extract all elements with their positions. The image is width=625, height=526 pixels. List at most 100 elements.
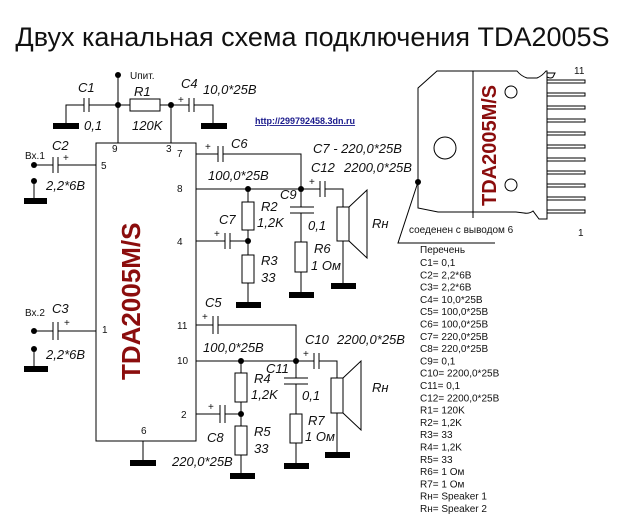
parts-list-item: C2= 2,2*6В bbox=[420, 270, 472, 281]
parts-list-item: C4= 10,0*25В bbox=[420, 295, 483, 306]
parts-list-item: R4= 1,2K bbox=[420, 443, 462, 454]
r4-name: R4 bbox=[254, 371, 271, 386]
ground-symbol bbox=[289, 292, 314, 298]
c2-value: 2,2*6В bbox=[45, 178, 85, 193]
parts-list-item: C10= 2200,0*25В bbox=[420, 369, 500, 380]
pin-4: 4 bbox=[177, 237, 183, 248]
speaker-1-label: Rн bbox=[372, 216, 389, 231]
pin-2: 2 bbox=[181, 410, 187, 421]
supply-label: Uпит. bbox=[130, 71, 154, 82]
r6-value: 1 Ом bbox=[311, 258, 341, 273]
parts-list-item: R2= 1,2K bbox=[420, 418, 462, 429]
c3-name: C3 bbox=[52, 301, 69, 316]
speaker-2 bbox=[330, 377, 344, 414]
chip-body bbox=[95, 142, 197, 442]
pin-6: 6 bbox=[141, 426, 147, 437]
parts-list-item: R6= 1 Ом bbox=[420, 467, 465, 478]
pin-5: 5 bbox=[101, 161, 107, 172]
parts-list-item: R3= 33 bbox=[420, 430, 453, 441]
package-lead bbox=[546, 183, 586, 188]
c5-value: 100,0*25В bbox=[203, 340, 264, 355]
svg-text:+: + bbox=[208, 402, 214, 413]
c9-value: 0,1 bbox=[308, 218, 326, 233]
package-chip-label: TDA2005M/S bbox=[479, 85, 501, 206]
package-lead bbox=[546, 92, 586, 97]
package-outline bbox=[417, 70, 556, 220]
package-lead bbox=[546, 118, 586, 123]
r2-value: 1,2K bbox=[257, 215, 285, 230]
package-lead bbox=[546, 170, 586, 175]
c3-value: 2,2*6В bbox=[45, 347, 85, 362]
pin-10: 10 bbox=[177, 356, 189, 367]
pin-7: 7 bbox=[177, 149, 183, 160]
chip-label: TDA2005M/S bbox=[116, 223, 146, 381]
r3-value: 33 bbox=[261, 270, 276, 285]
ground-symbol bbox=[24, 198, 47, 204]
r2-resistor bbox=[241, 201, 255, 231]
package-pins bbox=[546, 79, 586, 214]
c4-value: 10,0*25В bbox=[203, 82, 257, 97]
r7-resistor bbox=[289, 413, 303, 444]
parts-list-item: Rн= Speaker 2 bbox=[420, 504, 487, 515]
r1-name: R1 bbox=[134, 84, 151, 99]
ground-symbol bbox=[284, 463, 309, 469]
package-lead bbox=[546, 209, 586, 214]
svg-text:+: + bbox=[178, 95, 184, 106]
pin-11: 11 bbox=[177, 321, 188, 332]
c1-value: 0,1 bbox=[84, 118, 102, 133]
parts-list-item: C12= 2200,0*25В bbox=[420, 393, 500, 404]
c10-value: 2200,0*25В bbox=[336, 332, 405, 347]
parts-list-item: R1= 120K bbox=[420, 406, 465, 417]
c8-name: C8 bbox=[207, 430, 224, 445]
c9-name: C9 bbox=[280, 187, 297, 202]
package-pin-1-label: 1 bbox=[578, 228, 584, 239]
package-lead bbox=[546, 131, 586, 136]
input2-label: Вх.2 bbox=[25, 308, 45, 319]
input1-label: Вх.1 bbox=[25, 151, 45, 162]
c6-name: C6 bbox=[231, 136, 248, 151]
parts-list-item: C9= 0,1 bbox=[420, 356, 456, 367]
c2-name: C2 bbox=[52, 138, 69, 153]
pin-9: 9 bbox=[112, 144, 118, 155]
package-lead bbox=[546, 105, 586, 110]
c5-name: C5 bbox=[205, 295, 222, 310]
parts-list-item: C7= 220,0*25В bbox=[420, 332, 488, 343]
r2-name: R2 bbox=[261, 199, 278, 214]
package-lead bbox=[546, 144, 586, 149]
svg-text:+: + bbox=[214, 229, 220, 240]
ground-symbol bbox=[53, 123, 79, 129]
r3-resistor bbox=[241, 254, 255, 284]
r7-value: 1 Ом bbox=[305, 429, 335, 444]
package-lead bbox=[546, 79, 586, 84]
parts-list-item: C6= 100,0*25В bbox=[420, 320, 488, 331]
svg-text:+: + bbox=[63, 153, 69, 164]
svg-text:+: + bbox=[303, 349, 309, 360]
c1-name: C1 bbox=[78, 80, 95, 95]
website-link[interactable]: http://299792458.3dn.ru bbox=[255, 116, 355, 126]
pin-8: 8 bbox=[177, 184, 183, 195]
r5-resistor bbox=[234, 425, 248, 456]
r5-value: 33 bbox=[254, 441, 269, 456]
c6-value: 100,0*25В bbox=[208, 168, 269, 183]
svg-text:+: + bbox=[205, 142, 211, 153]
parts-list-heading: Перечень bbox=[420, 245, 465, 256]
r6-resistor bbox=[294, 241, 308, 273]
r1-resistor bbox=[129, 98, 161, 112]
svg-text:+: + bbox=[202, 312, 208, 323]
parts-list-item: C8= 220,0*25В bbox=[420, 344, 488, 355]
diagram-title: Двух канальная схема подключения TDA2005… bbox=[15, 22, 610, 52]
package-pin-11-label: 11 bbox=[574, 66, 585, 77]
package-lead bbox=[546, 196, 586, 201]
r6-name: R6 bbox=[314, 241, 331, 256]
ground-symbol bbox=[236, 302, 261, 308]
parts-list-item: C5= 100,0*25В bbox=[420, 307, 488, 318]
c12-value: 2200,0*25В bbox=[343, 160, 412, 175]
c11-name: C11 bbox=[266, 361, 289, 376]
r3-name: R3 bbox=[261, 253, 278, 268]
c11-value: 0,1 bbox=[302, 388, 320, 403]
ground-symbol bbox=[201, 123, 227, 129]
c10-name: C10 bbox=[305, 332, 330, 347]
svg-text:+: + bbox=[309, 177, 315, 188]
